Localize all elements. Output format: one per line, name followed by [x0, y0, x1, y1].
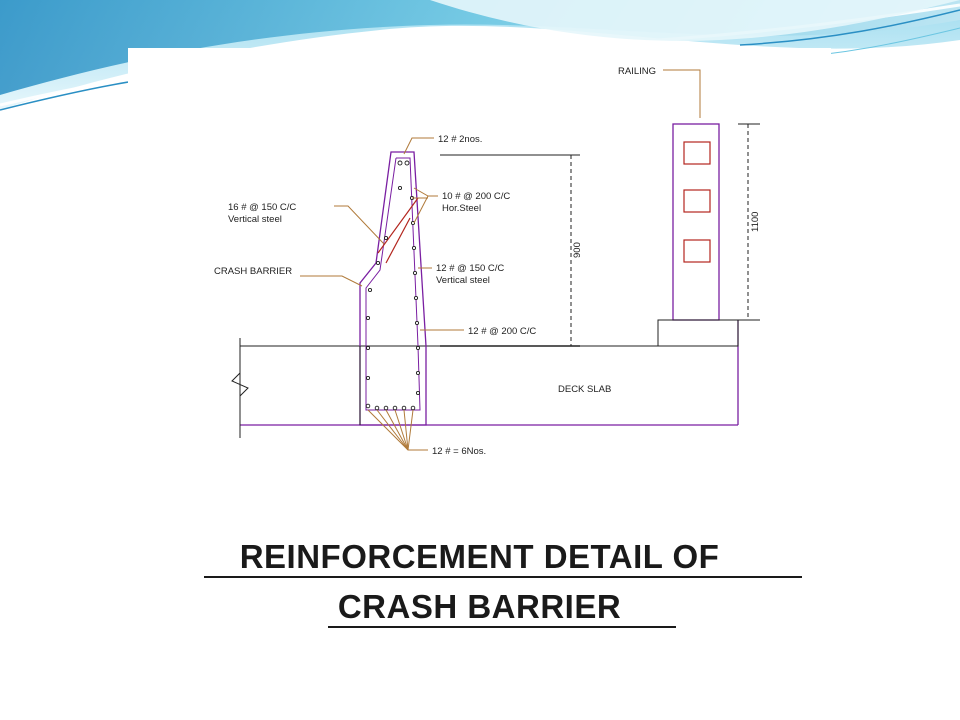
caption-underline-1: [204, 576, 802, 578]
railing: [657, 123, 739, 347]
label-vertical-steel-12-sub: Vertical steel: [436, 275, 490, 286]
caption-underline-2: [328, 626, 676, 628]
crash-barrier-drawing: RAILING 12 # 2nos. 16 # @ 150 C/C Vertic…: [214, 66, 761, 457]
caption-title-line2: CRASH BARRIER: [337, 588, 622, 625]
label-hor-steel: 10 # @ 200 C/C: [442, 191, 510, 202]
deck-slab: [231, 320, 739, 438]
leader-lines: [300, 69, 701, 451]
dim-label-barrier-height: 900: [572, 242, 583, 258]
label-vertical-steel-12: 12 # @ 150 C/C: [436, 263, 504, 274]
label-bottom-bars: 12 # = 6Nos.: [432, 446, 486, 457]
label-top-bars: 12 # 2nos.: [438, 134, 482, 145]
label-vertical-steel-16-sub: Vertical steel: [228, 214, 282, 225]
dim-label-railing-height: 1100: [750, 212, 761, 232]
label-hor-steel-sub: Hor.Steel: [442, 203, 481, 214]
diagram-panel: RAILING 12 # 2nos. 16 # @ 150 C/C Vertic…: [128, 48, 831, 630]
label-railing: RAILING: [618, 66, 656, 77]
label-vertical-steel-16: 16 # @ 150 C/C: [228, 202, 296, 213]
caption-title-line1: REINFORCEMENT DETAIL OF: [239, 538, 720, 575]
label-crash-barrier: CRASH BARRIER: [214, 266, 292, 277]
rebar-bars: [365, 160, 421, 411]
label-base-bars: 12 # @ 200 C/C: [468, 326, 536, 337]
label-deck-slab: DECK SLAB: [558, 384, 611, 395]
dimension-lines: [440, 123, 760, 347]
crash-barrier-outline: [359, 151, 427, 426]
